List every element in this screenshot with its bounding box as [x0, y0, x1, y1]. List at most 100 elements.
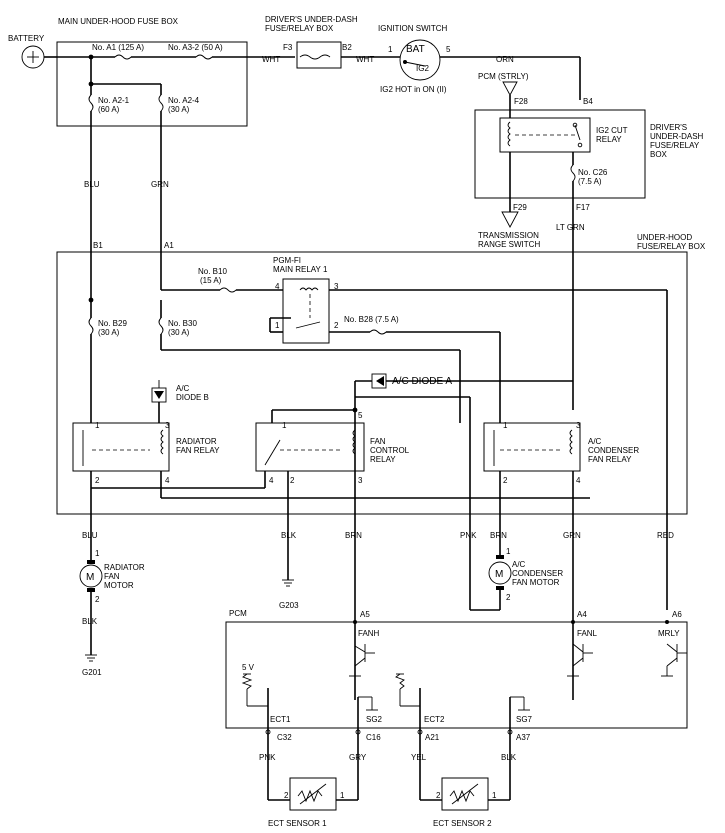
fuse-b30-l1: No. B30	[168, 319, 197, 328]
pin-mrly: MRLY	[658, 629, 680, 638]
term-b2: B2	[342, 43, 352, 52]
radiator-fan-relay	[72, 422, 170, 472]
ect1-pin2: 2	[284, 791, 289, 800]
dash-fuse-l2: FUSE/RELAY BOX	[265, 24, 334, 33]
battery-symbol	[21, 45, 45, 69]
transistor-fanl	[567, 643, 593, 677]
term-f28: F28	[514, 97, 528, 106]
pin-ect2: ECT2	[424, 715, 445, 724]
fuse-b28	[369, 329, 387, 335]
pcm-label: PCM	[229, 609, 247, 618]
term-f29: F29	[513, 203, 527, 212]
fc-pin4: 4	[269, 476, 274, 485]
fuse-c26	[570, 164, 576, 182]
ground-g203-symbol	[282, 579, 294, 587]
fuse-c26-l2: (7.5 A)	[578, 177, 602, 186]
dash-relay-l4: BOX	[650, 150, 668, 159]
fuse-a21-l2: (60 A)	[98, 105, 120, 114]
wire-gry: GRY	[349, 753, 367, 762]
fc-pin3: 3	[358, 476, 363, 485]
dash-relay-l1: DRIVER'S	[650, 123, 687, 132]
hood-relay-l2: FUSE/RELAY BOX	[637, 242, 706, 251]
pin-5v: 5 V	[242, 663, 255, 672]
wire-blk-3: BLK	[501, 753, 517, 762]
diode-b-l1: A/C	[176, 384, 190, 393]
rad-motor-m: M	[86, 572, 94, 583]
ect1-pin1: 1	[340, 791, 345, 800]
ground-g201-symbol	[85, 654, 97, 662]
acr-pin1: 1	[503, 421, 508, 430]
wire-wht-1: WHT	[262, 55, 280, 64]
rad-motor-l2: FAN	[104, 572, 120, 581]
fc-pin5: 5	[358, 411, 363, 420]
fuse-a32-label: No. A3-2 (50 A)	[168, 43, 223, 52]
dash-relay-l3: FUSE/RELAY	[650, 141, 700, 150]
wire-yel: YEL	[411, 753, 427, 762]
rad-motor-pin1: 1	[95, 549, 100, 558]
pgm-fi-relay	[282, 278, 330, 344]
ac-motor-m: M	[495, 569, 503, 580]
rad-relay-l1: RADIATOR	[176, 437, 217, 446]
ignition-switch	[399, 39, 441, 81]
rad-pin2: 2	[95, 476, 100, 485]
radiator-fan-motor	[79, 564, 103, 588]
main-fuse-box-label: MAIN UNDER-HOOD FUSE BOX	[58, 17, 179, 26]
fuse-a1	[114, 54, 132, 60]
term-b4: B4	[583, 97, 593, 106]
rad-pin1: 1	[95, 421, 100, 430]
fuse-b29-l2: (30 A)	[98, 328, 120, 337]
pgm-fi-l2: MAIN RELAY 1	[273, 265, 328, 274]
term-c16: C16	[366, 733, 381, 742]
wire-blk-2: BLK	[281, 531, 297, 540]
term-a4: A4	[577, 610, 587, 619]
fuse-c26-l1: No. C26	[578, 168, 608, 177]
fuse-b29-l1: No. B29	[98, 319, 127, 328]
fuse-b10-l2: (15 A)	[200, 276, 222, 285]
dash-fuse-l1: DRIVER'S UNDER-DASH	[265, 15, 358, 24]
pgm-pin4: 4	[275, 282, 280, 291]
fuse-a21-l1: No. A2-1	[98, 96, 130, 105]
fc-relay-l2: CONTROL	[370, 446, 410, 455]
acr-pin4: 4	[576, 476, 581, 485]
ect1-resistor	[241, 673, 253, 690]
wire-pnk-2: PNK	[259, 753, 276, 762]
ect-sensor-2	[441, 777, 489, 811]
acr-pin3: 3	[576, 421, 581, 430]
rad-motor-pin2: 2	[95, 595, 100, 604]
pcm-strly: PCM (STRLY)	[478, 72, 529, 81]
under-hood-relay-box	[56, 251, 688, 515]
wire-orn: ORN	[496, 55, 514, 64]
pgm-pin1: 1	[275, 321, 280, 330]
battery-label: BATTERY	[8, 34, 45, 43]
fc-pin1: 1	[282, 421, 287, 430]
fc-relay-l3: RELAY	[370, 455, 396, 464]
fuse-a3-2	[195, 54, 213, 60]
fuse-a24-l2: (30 A)	[168, 105, 190, 114]
ect2-resistor	[395, 673, 405, 690]
ign-pin5: 5	[446, 45, 451, 54]
pin-ect1: ECT1	[270, 715, 291, 724]
trans-switch-l2: RANGE SWITCH	[478, 240, 540, 249]
ground-g203: G203	[279, 601, 299, 610]
ign-ig2: IG2	[416, 64, 429, 73]
wire-grn-1: GRN	[151, 180, 169, 189]
term-a21: A21	[425, 733, 440, 742]
transistor-mrly	[661, 643, 687, 677]
diode-b-l2: DIODE B	[176, 393, 209, 402]
ac-condenser-fan-motor	[488, 561, 512, 585]
ign-bat: BAT	[406, 44, 425, 55]
pin-fanh: FANH	[358, 629, 380, 638]
acr-l2: CONDENSER	[588, 446, 639, 455]
rad-pin4: 4	[165, 476, 170, 485]
ect2-pin2: 2	[436, 791, 441, 800]
rad-motor-l1: RADIATOR	[104, 563, 145, 572]
wire-red: RED	[657, 531, 674, 540]
rad-motor-l3: MOTOR	[104, 581, 134, 590]
ect-sensor-1-label: ECT SENSOR 1	[268, 819, 327, 828]
term-a1: A1	[164, 241, 174, 250]
wire-blu-2: BLU	[82, 531, 98, 540]
ig2-cut-l1: IG2 CUT	[596, 126, 628, 135]
fuse-a1-label: No. A1 (125 A)	[92, 43, 144, 52]
pgm-pin3: 3	[334, 282, 339, 291]
ac-motor-pin2: 2	[506, 593, 511, 602]
